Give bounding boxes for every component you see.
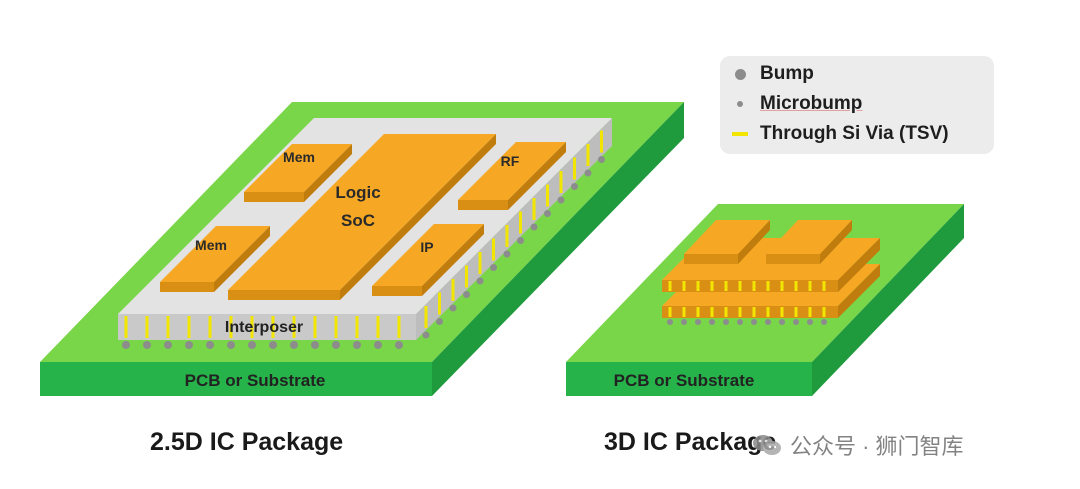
microbump [779,319,785,325]
chip-rf: RF [458,142,566,210]
bump [503,250,511,258]
bump [395,341,403,349]
bump [374,341,382,349]
substrate-25d-side [432,102,684,396]
legend-row-tsv: Through Si Via (TSV) [720,120,949,148]
ip-label: IP [420,239,433,255]
bump [227,341,235,349]
caption-25d: 2.5D IC Package [150,428,344,456]
stack-microbumps [667,319,827,325]
tsv-front-row [124,316,401,338]
stack-tsv-bottom [668,307,826,317]
bump [544,210,551,217]
microbump [821,319,827,325]
microbump [737,319,743,325]
stack-chip-right [766,220,852,264]
bump-side-row [422,156,605,339]
bump-icon [734,68,746,80]
bump [598,156,605,163]
soc-label: SoC [341,211,375,230]
bump [463,291,470,298]
bump [557,196,565,204]
bump [206,341,214,349]
microbump-icon [737,101,743,107]
substrate-3d-label: PCB or Substrate [614,371,755,390]
bump [571,183,578,190]
bump-front-row [122,341,403,349]
bump [517,237,524,244]
bump [290,341,298,349]
bump [436,318,443,325]
substrate-25d-front [40,362,432,396]
legend-tsv-label: Through Si Via (TSV) [760,123,949,144]
microbump [695,319,701,325]
legend-microbump-label: Microbump [760,93,863,114]
bump [449,304,457,312]
caption-3d: 3D IC Package [604,428,777,456]
chip-mem-bottom: Mem [160,226,270,292]
rf-label: RF [501,153,520,169]
mem-bottom-label: Mem [195,237,227,253]
bump [490,264,497,271]
mem-top-label: Mem [283,149,315,165]
tsv-icon [732,132,748,136]
wechat-icon [752,433,782,457]
bump [422,331,430,339]
watermark-text: 公众号 · 狮门智库 [790,434,964,459]
substrate-3d-side [812,204,964,396]
microbump [765,319,771,325]
bump [332,341,340,349]
stack-chip-left [684,220,770,264]
bump [164,341,172,349]
chip-mem-top: Mem [244,144,352,202]
legend-box: Bump Microbump Through Si Via (TSV) [720,56,994,154]
substrate-3d-front [566,362,812,396]
legend-bump-label: Bump [760,63,814,84]
watermark: 公众号 · 狮门智库 [752,430,964,460]
microbump [681,319,687,325]
microbump [667,319,673,325]
bump [185,341,193,349]
package-3d: PCB or Substrate [566,204,964,396]
bump [122,341,130,349]
bump [530,223,538,231]
substrate-25d-label: PCB or Substrate [185,371,326,390]
bump [143,341,151,349]
bump [353,341,361,349]
chip-logic-soc: Logic SoC [228,134,496,300]
legend-row-bump: Bump [720,60,814,88]
interposer-front [118,314,416,340]
chip-ip: IP [372,224,484,296]
microbump [723,319,729,325]
microbump [709,319,715,325]
microbump [807,319,813,325]
legend-row-microbump: Microbump [720,90,862,118]
microbump [793,319,799,325]
bump [248,341,256,349]
logic-label: Logic [335,183,380,202]
package-25d: PCB or Substrate Interposer Mem Mem [40,102,684,396]
stack-tsv-middle [668,281,826,291]
bump [584,169,592,177]
bump [311,341,319,349]
microbump [751,319,757,325]
bump [269,341,277,349]
interposer-label: Interposer [225,319,303,336]
tsv-side-row [424,130,603,328]
bump [476,277,484,285]
